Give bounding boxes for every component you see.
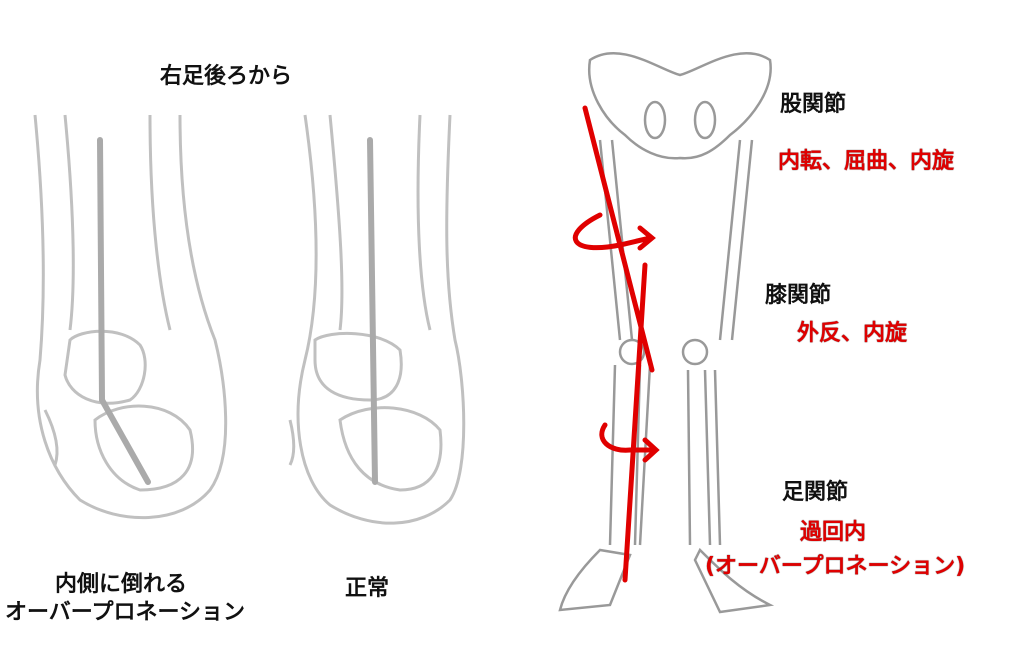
overpronated-axis-line xyxy=(97,137,151,485)
view-title: 右足後ろから xyxy=(160,64,293,89)
pelvis xyxy=(587,52,772,160)
hip-joint-title: 股関節 xyxy=(780,92,847,117)
rotation-arrows xyxy=(573,105,660,583)
overpronation-caption-line2: オーバープロネーション xyxy=(5,600,246,625)
skeleton-legs-drawing xyxy=(558,52,775,614)
ankle-joint-motion: 過回内 xyxy=(800,520,867,545)
tibia-axis-line xyxy=(622,262,648,583)
normal-axis-line xyxy=(367,137,378,485)
hip-joint-motion: 内転、屈曲、内旋 xyxy=(778,149,955,174)
overpronated-ankle-drawing xyxy=(33,114,228,520)
knee-joint-title: 膝関節 xyxy=(765,283,832,308)
overpronation-caption-line1: 内側に倒れる xyxy=(55,572,188,597)
knee-joint-motion: 外反、内旋 xyxy=(797,321,908,346)
normal-ankle-drawing xyxy=(288,114,466,525)
normal-caption: 正常 xyxy=(345,576,390,601)
ankle-joint-title: 足関節 xyxy=(782,480,849,505)
ankle-joint-motion-sub: (オーバープロネーション) xyxy=(705,554,966,579)
